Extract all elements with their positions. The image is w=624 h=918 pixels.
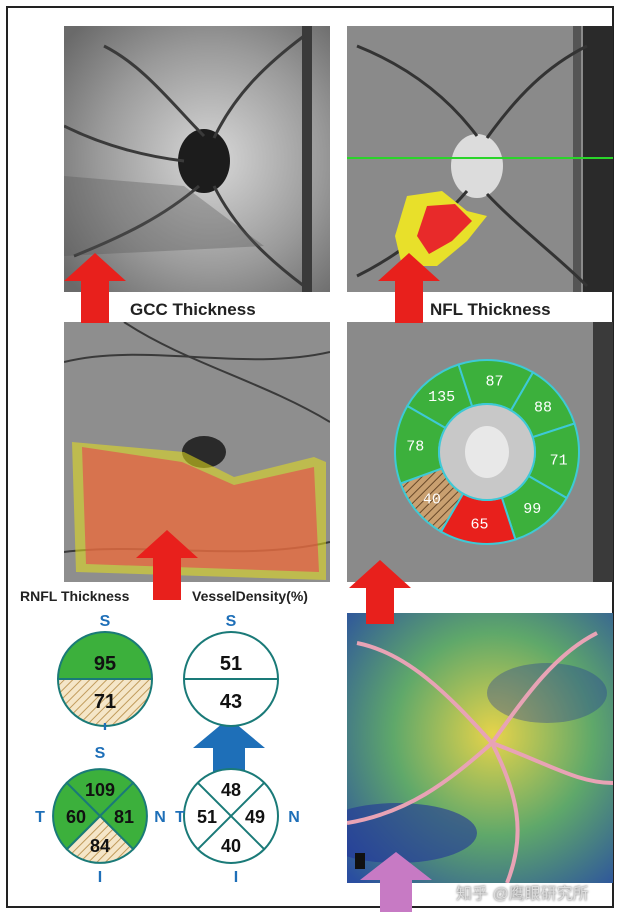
arrow-up-icon — [378, 253, 440, 323]
nasal-label: N — [154, 809, 166, 826]
vessel-density-caption: VesselDensity(%) — [192, 588, 308, 604]
vd-hemifield-chart: S 51 43 — [183, 613, 279, 727]
superior-value: 109 — [85, 780, 115, 800]
disc-sector-value: 71 — [550, 453, 568, 470]
superior-label: S — [100, 613, 111, 630]
inferior-value: 40 — [221, 836, 241, 856]
arrow-up-icon — [193, 718, 265, 784]
watermark: 知乎 @鹰眼研究所 — [456, 886, 589, 903]
nasal-label: N — [288, 809, 300, 826]
inferior-label: I — [103, 721, 107, 730]
rnfl-caption: NFL Thickness — [430, 300, 551, 319]
superior-value: 51 — [220, 653, 242, 675]
disc-sector-value: 135 — [428, 389, 455, 406]
nasal-value: 81 — [114, 807, 134, 827]
gcc-fundus-image — [64, 26, 330, 292]
temporal-value: 60 — [66, 807, 86, 827]
vd-quadrant-chart: 48 51 49 40 T N I — [175, 768, 300, 886]
disc-sector-value: 65 — [470, 517, 488, 534]
disc-sector-value: 40 — [423, 491, 441, 508]
gcc-macula-image — [64, 322, 330, 582]
arrow-up-icon — [360, 852, 432, 912]
arrow-up-icon — [136, 530, 198, 600]
superior-label: S — [95, 745, 106, 762]
arrow-up-icon — [64, 253, 126, 323]
superior-value: 95 — [94, 653, 116, 675]
superior-value: 48 — [221, 780, 241, 800]
temporal-label: T — [35, 809, 45, 826]
gcc-caption: GCC Thickness — [130, 300, 256, 319]
figure-frame — [6, 6, 614, 908]
rnfl-hemifield-chart: S 95 71 I — [56, 613, 154, 730]
disc-sector-map: 135 87 88 71 99 65 40 78 — [347, 322, 613, 582]
disc-sector-value: 87 — [486, 373, 504, 390]
rnfl-sector-caption: RNFL Thickness — [20, 588, 130, 604]
disc-sector-value: 78 — [406, 439, 424, 456]
temporal-value: 51 — [197, 807, 217, 827]
temporal-label: T — [175, 809, 185, 826]
inferior-value: 71 — [94, 691, 116, 713]
inferior-label: I — [234, 869, 238, 886]
disc-sector-value: 99 — [523, 501, 541, 518]
disc-sector-value: 88 — [534, 400, 552, 417]
inferior-value: 43 — [220, 691, 242, 713]
rnfl-quadrant-chart: S 109 60 81 84 T N I — [35, 745, 166, 886]
superior-label: S — [226, 613, 237, 630]
octa-angiography-image — [347, 613, 613, 883]
inferior-label: I — [98, 869, 102, 886]
rnfl-fundus-image — [347, 26, 613, 292]
nasal-value: 49 — [245, 807, 265, 827]
inferior-value: 84 — [90, 836, 110, 856]
arrow-up-icon — [349, 560, 411, 624]
